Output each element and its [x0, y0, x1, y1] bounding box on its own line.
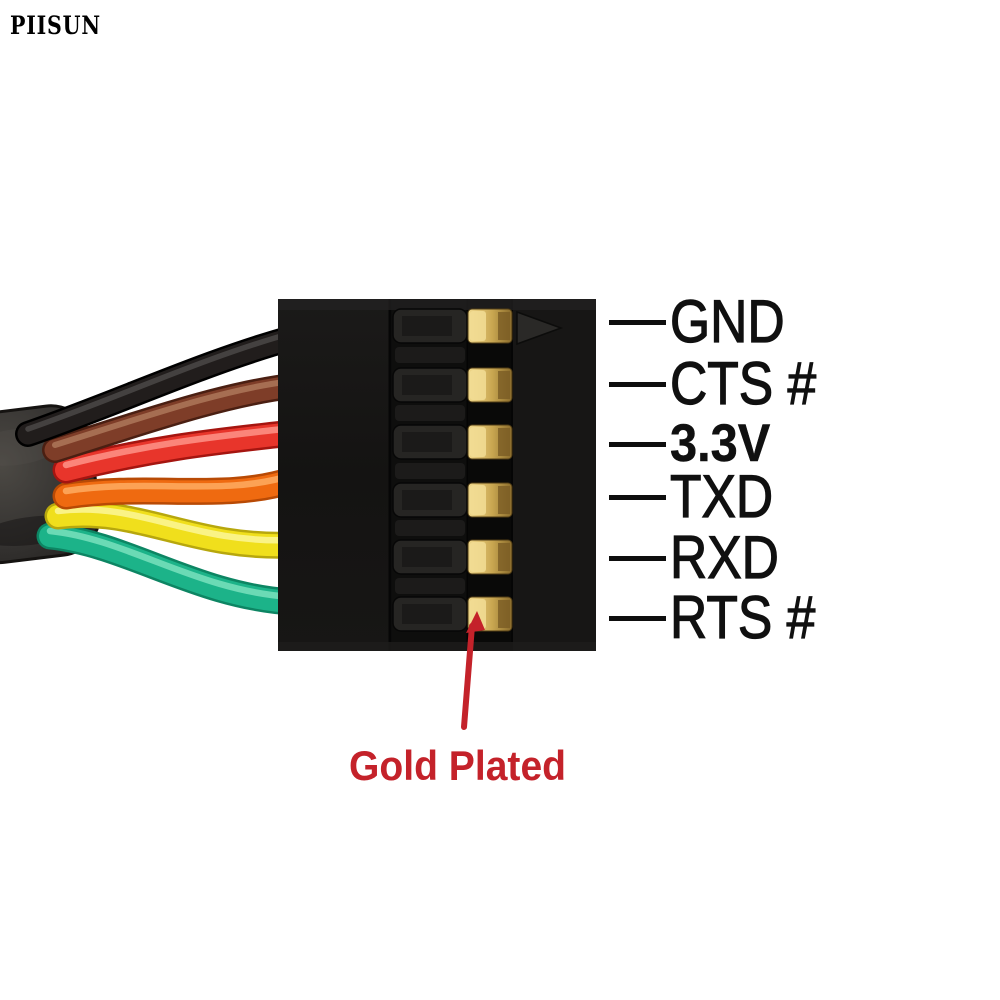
pin-label: CTS #	[669, 350, 817, 417]
housing-right-block	[513, 299, 596, 651]
gold-plated-arrow	[461, 611, 485, 730]
connector-housing	[278, 299, 596, 651]
wire-brown	[42, 373, 305, 463]
pin-leader-line	[609, 381, 666, 387]
pin-row-33v: 3.3V	[609, 413, 779, 475]
pin-label: TXD	[669, 463, 774, 530]
pin-row-txd: TXD	[609, 463, 790, 530]
wire-yellow	[44, 501, 306, 559]
pin1-marker-triangle	[516, 310, 564, 346]
housing-left-block	[278, 299, 390, 651]
pin-label: 3.3V	[670, 414, 771, 474]
contact-pin	[467, 424, 513, 460]
contact-pin	[467, 308, 513, 344]
wire-slots	[392, 308, 468, 632]
pin-label: GND	[669, 288, 785, 355]
pin-leader-line	[609, 555, 666, 561]
pin-leader-line	[609, 319, 666, 325]
wire-red	[52, 419, 306, 484]
pin-leader-line	[609, 615, 666, 621]
pin-row-cts: CTS #	[609, 350, 840, 417]
pin-leader-line	[609, 441, 666, 447]
contact-pin	[467, 539, 513, 575]
pin-leader-line	[609, 494, 666, 500]
wire-black	[15, 325, 305, 447]
contact-pin	[467, 482, 513, 518]
pin-label: RXD	[669, 524, 779, 591]
contact-pin	[467, 367, 513, 403]
wire-orange	[52, 466, 306, 510]
pin-row-rts: RTS #	[609, 584, 839, 651]
brand-watermark: PIISUN	[10, 11, 101, 40]
pin-row-rxd: RXD	[609, 524, 797, 591]
pin-label: RTS #	[669, 584, 816, 651]
gold-plated-annotation: Gold Plated	[349, 742, 567, 789]
pin-row-gnd: GND	[609, 288, 803, 355]
wire-green	[36, 522, 306, 616]
